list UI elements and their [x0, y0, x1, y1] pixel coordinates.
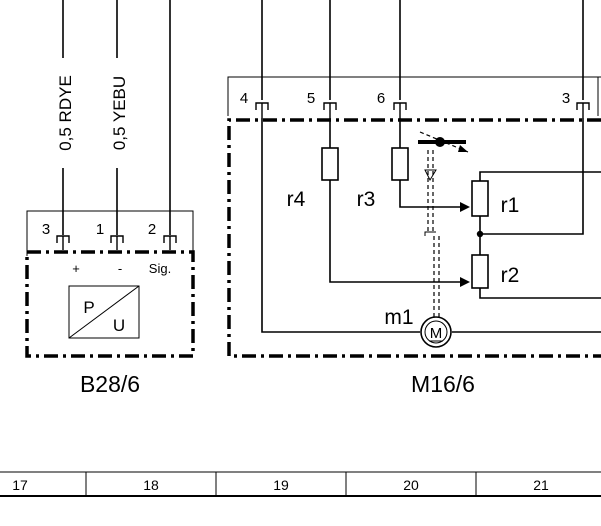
m16-pin-6: 6 [377, 90, 385, 107]
b28-pin-1: 1 [96, 221, 104, 238]
label-r4: r4 [287, 188, 306, 211]
wiper-arrow-r2 [460, 277, 470, 287]
m16-pin-5: 5 [307, 90, 315, 107]
m16-pin-3: 3 [562, 90, 570, 107]
resistor-r4 [321, 147, 339, 181]
grid-ruler: 17 18 19 20 21 [0, 471, 601, 497]
resistor-r1 [471, 180, 489, 217]
grid-col-21: 21 [533, 477, 549, 493]
b28-connector-glyph [163, 235, 177, 250]
b28-func-plus: + [72, 261, 80, 276]
b28-connector-glyph [110, 235, 124, 250]
grid-col-18: 18 [143, 477, 159, 493]
m16-connector-glyph [576, 102, 590, 118]
label-r3: r3 [357, 188, 376, 211]
pressure-transducer-icon [68, 285, 140, 339]
label-r1: r1 [501, 194, 520, 217]
incoming-wires [62, 0, 584, 235]
label-m1: m1 [384, 306, 413, 329]
wire-pin4-motor [261, 118, 420, 333]
m16-border [227, 118, 601, 358]
m16-connector-glyph [323, 102, 337, 118]
b28-border [25, 250, 195, 358]
b28-func-minus: - [118, 261, 122, 276]
b28-component: 3 1 2 + - Sig. P U B28/6 [25, 210, 195, 397]
junction-dot [476, 230, 484, 238]
wire-label-bg [54, 58, 72, 168]
grid-col-17: 17 [12, 477, 28, 493]
transducer-label-u: U [113, 316, 125, 335]
grid-col-19: 19 [273, 477, 289, 493]
wire-label-yebu: 0,5 YEBU [110, 76, 129, 150]
wiper-arrow-r1 [460, 202, 470, 212]
b28-pin-2: 2 [148, 221, 156, 238]
label-r2: r2 [501, 264, 520, 287]
m16-connector-glyph [393, 102, 407, 118]
m16-name: M16/6 [411, 371, 475, 397]
wire-r1-top [479, 171, 601, 181]
transducer-label-p: P [83, 298, 94, 317]
m16-pin-4: 4 [240, 90, 248, 107]
m16-connector-housing [227, 76, 601, 116]
b28-connector-housing [26, 210, 194, 256]
b28-name: B28/6 [80, 371, 140, 397]
b28-pin-3: 3 [42, 221, 50, 238]
grid-col-20: 20 [403, 477, 419, 493]
m16-connector-glyph [255, 102, 269, 118]
motor-symbol: M [430, 325, 443, 342]
m16-component: 4 5 6 3 [227, 76, 601, 397]
wire-label-rdye: 0,5 RDYE [56, 75, 75, 151]
wire-label-bg [108, 58, 126, 168]
wire-r2-bottom [479, 288, 601, 299]
b28-connector-glyph [56, 235, 70, 250]
resistor-r2 [471, 254, 489, 289]
wire-r3-r1 [399, 180, 468, 208]
resistor-r3 [391, 147, 409, 181]
wire-pin3 [480, 118, 584, 235]
b28-func-sig: Sig. [149, 261, 171, 276]
wire-r4-r2 [329, 180, 468, 283]
